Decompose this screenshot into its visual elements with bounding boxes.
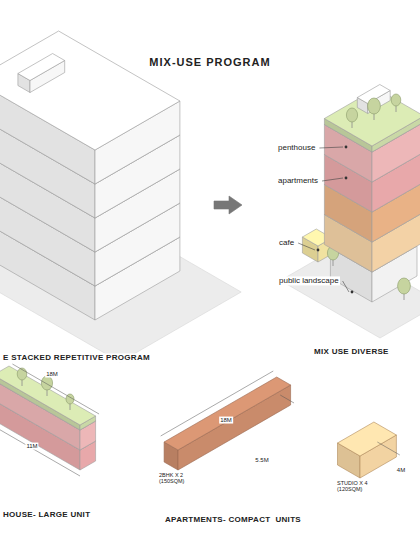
tree-crown (41, 376, 52, 390)
studio-box (338, 422, 397, 456)
program-label: apartments (277, 176, 319, 185)
dimension-label: 18M (45, 371, 59, 378)
caption: APARTMENTS- COMPACT UNITS (165, 515, 301, 524)
dimension-label: 11M (25, 443, 38, 450)
roof-box (18, 54, 65, 81)
diagram-title: MIX-USE PROGRAM (149, 56, 270, 69)
dimension-label: 4M (396, 467, 406, 474)
leader-line (322, 178, 343, 181)
dimension-line (161, 371, 274, 436)
dimension-line (377, 442, 400, 455)
dimension-line (0, 426, 80, 476)
caption: MIX USE DIVERSE (314, 347, 389, 356)
leader-dot (351, 291, 354, 294)
floor-block (0, 31, 180, 150)
dimension-line (12, 364, 99, 414)
leader-line (319, 147, 343, 148)
caption: E STACKED REPETITIVE PROGRAM (3, 353, 150, 362)
leader-dot (345, 146, 348, 149)
program-label: public landscape (278, 276, 340, 285)
tree-crown (368, 98, 381, 114)
tree-crown (346, 108, 357, 122)
leader-dot (345, 177, 348, 180)
dimension-label: 5.5M (254, 457, 269, 464)
transition-arrow (214, 196, 242, 214)
leader-dot (317, 249, 320, 252)
tree-crown (391, 94, 401, 106)
tree-crown (398, 278, 411, 294)
leader-line (343, 281, 349, 292)
leader-line (298, 243, 315, 250)
dimension-label: 18M (219, 417, 233, 424)
unit-note: STUDIO X 4 (120SQM) (336, 480, 374, 493)
program-label: penthouse (277, 143, 316, 152)
apartment-box (164, 377, 291, 450)
caption: HOUSE- LARGE UNIT (3, 510, 90, 519)
roof-garden (0, 366, 96, 425)
unit-note: 2BHK X 2 (150SQM) (158, 472, 194, 485)
dimension-line (280, 395, 294, 403)
program-label: cafe (278, 238, 295, 247)
